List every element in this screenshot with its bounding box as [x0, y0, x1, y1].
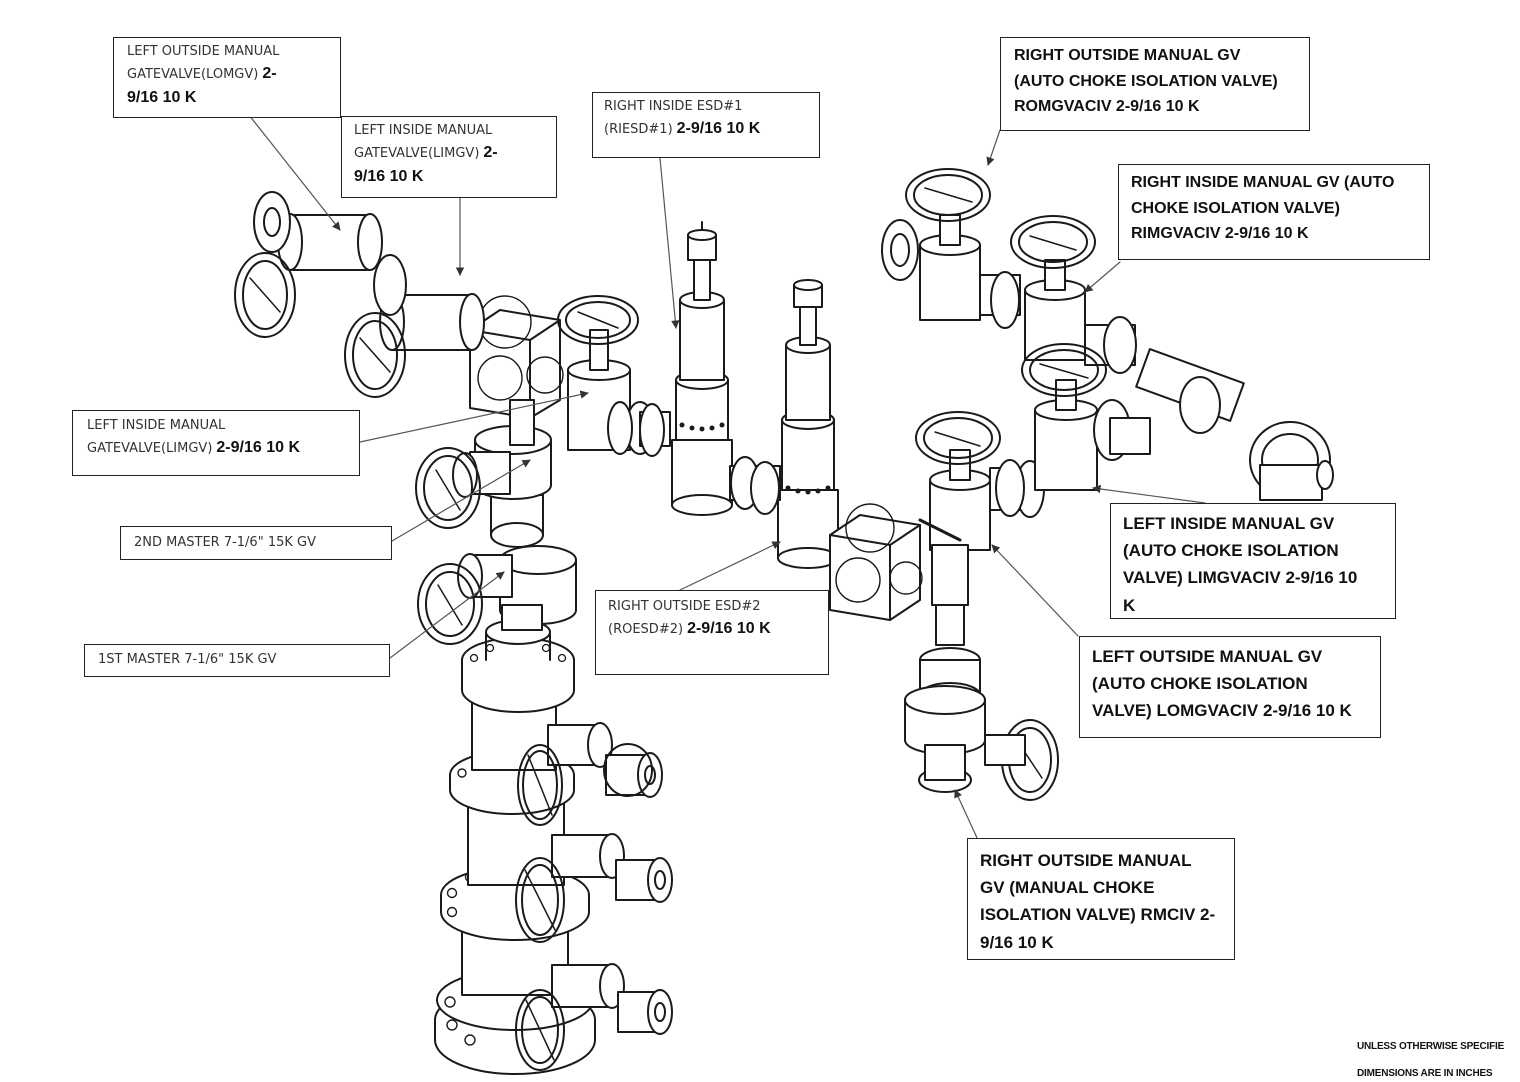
- right-inside-manual-gv-auto: [1010, 215, 1137, 374]
- left-outside-manual-gate-valve: [234, 191, 407, 338]
- callout-master2-text: 2ND MASTER 7-1/6" 15K GV: [134, 535, 316, 550]
- callout-lomgvaciv-line2: (AUTO CHOKE ISOLATION: [1092, 674, 1308, 694]
- right-cross: [829, 503, 923, 621]
- callout-romgvaciv-line1: RIGHT OUTSIDE MANUAL GV: [1014, 47, 1241, 64]
- callout-rmciv-line3: ISOLATION VALVE) RMCIV 2-: [980, 905, 1216, 925]
- callout-lomgv-line2: GATEVALVE(LOMGV): [127, 66, 259, 82]
- callout-lomgv: LEFT OUTSIDE MANUAL GATEVALVE(LOMGV) 2- …: [113, 37, 341, 118]
- leader-lines: [244, 109, 1206, 841]
- callout-limgv-mid: LEFT INSIDE MANUAL GATEVALVE(LIMGV) 2-9/…: [72, 410, 360, 476]
- callout-limgv-mid-line1: LEFT INSIDE MANUAL: [87, 418, 226, 433]
- callout-riesd-line2: (RIESD#1): [604, 121, 673, 137]
- esd-connector: [729, 456, 781, 515]
- hydraulic-choke: [1135, 348, 1334, 501]
- callout-rimgvaciv: RIGHT INSIDE MANUAL GV (AUTO CHOKE ISOLA…: [1118, 164, 1430, 260]
- note-dimensions: DIMENSIONS ARE IN INCHES: [1357, 1068, 1493, 1079]
- callout-roesd-line2b: 2-9/16 10 K: [687, 619, 771, 637]
- callout-limgv-top: LEFT INSIDE MANUAL GATEVALVE(LIMGV) 2- 9…: [341, 116, 557, 198]
- callout-limgv-top-line1: LEFT INSIDE MANUAL: [354, 123, 493, 138]
- callout-romgvaciv: RIGHT OUTSIDE MANUAL GV (AUTO CHOKE ISOL…: [1000, 37, 1310, 131]
- callout-lomgv-line2b: 2-: [262, 64, 277, 82]
- callout-lomgvaciv-line3: VALVE) LOMGVACIV 2-9/16 10 K: [1092, 701, 1352, 721]
- misc-flanges: [607, 401, 1025, 517]
- callout-limgvaciv-line1: LEFT INSIDE MANUAL GV: [1123, 514, 1335, 533]
- callout-rimgvaciv-line1: RIGHT INSIDE MANUAL GV (AUTO: [1131, 174, 1395, 191]
- callout-limgv-top-line3: 9/16 10 K: [354, 167, 424, 185]
- master-valve-1: [417, 545, 577, 645]
- callout-limgv-mid-line2: GATEVALVE(LIMGV): [87, 440, 213, 456]
- callout-roesd-line1: RIGHT OUTSIDE ESD#2: [608, 599, 761, 614]
- callout-rmciv-line4: 9/16 10 K: [980, 932, 1054, 952]
- callout-rimgvaciv-line2: CHOKE ISOLATION VALVE): [1131, 199, 1340, 217]
- callout-limgvaciv-line2: (AUTO CHOKE ISOLATION: [1123, 541, 1339, 561]
- callout-limgv-mid-line2b: 2-9/16 10 K: [216, 438, 301, 456]
- callout-rimgvaciv-line3: RIMGVACIV 2-9/16 10 K: [1131, 225, 1309, 243]
- esd-2: [777, 279, 839, 569]
- callout-master2: 2ND MASTER 7-1/6" 15K GV: [120, 526, 392, 560]
- callout-riesd-line1: RIGHT INSIDE ESD#1: [604, 99, 743, 114]
- note-unless-specified: UNLESS OTHERWISE SPECIFIE: [1357, 1041, 1505, 1052]
- callout-limgvaciv: LEFT INSIDE MANUAL GV (AUTO CHOKE ISOLAT…: [1110, 503, 1396, 619]
- right-center-gate-valve: [915, 411, 1045, 551]
- left-inside-manual-gate-valve: [344, 293, 485, 398]
- callout-rmciv-line2: GV (MANUAL CHOKE: [980, 878, 1155, 898]
- esd-1: [671, 221, 733, 516]
- callout-lomgv-line1: LEFT OUTSIDE MANUAL: [127, 44, 280, 59]
- right-outside-manual-gv-auto: [881, 168, 1021, 329]
- callout-limgv-top-line2b: 2-: [483, 143, 498, 161]
- callout-roesd-line2: (ROESD#2): [608, 621, 684, 637]
- callout-riesd-line2b: 2-9/16 10 K: [676, 119, 761, 137]
- callout-romgvaciv-line3: ROMGVACIV 2-9/16 10 K: [1014, 98, 1200, 116]
- callout-rmciv: RIGHT OUTSIDE MANUAL GV (MANUAL CHOKE IS…: [967, 838, 1235, 960]
- callout-limgvaciv-line3: VALVE) LIMGVACIV 2-9/16 10: [1123, 568, 1358, 588]
- callout-master1-text: 1ST MASTER 7-1/6" 15K GV: [98, 652, 277, 667]
- callout-master1: 1ST MASTER 7-1/6" 15K GV: [84, 644, 390, 677]
- callout-roesd: RIGHT OUTSIDE ESD#2 (ROESD#2) 2-9/16 10 …: [595, 590, 829, 675]
- choke-assembly: [904, 518, 1059, 801]
- callout-rmciv-line1: RIGHT OUTSIDE MANUAL: [980, 851, 1192, 870]
- callout-lomgv-line3: 9/16 10 K: [127, 88, 197, 106]
- callout-romgvaciv-line2: (AUTO CHOKE ISOLATION VALVE): [1014, 72, 1278, 90]
- left-inside-manual-gv-auto: [1021, 343, 1151, 491]
- callout-riesd: RIGHT INSIDE ESD#1 (RIESD#1) 2-9/16 10 K: [592, 92, 820, 158]
- callout-limgv-top-line2: GATEVALVE(LIMGV): [354, 145, 480, 161]
- callout-lomgvaciv-line1: LEFT OUTSIDE MANUAL GV: [1092, 647, 1323, 666]
- master-valve-2: [415, 425, 552, 548]
- wellhead-side-outlets: [515, 722, 673, 1071]
- callout-lomgvaciv: LEFT OUTSIDE MANUAL GV (AUTO CHOKE ISOLA…: [1079, 636, 1381, 738]
- callout-limgvaciv-line4: K: [1123, 595, 1136, 615]
